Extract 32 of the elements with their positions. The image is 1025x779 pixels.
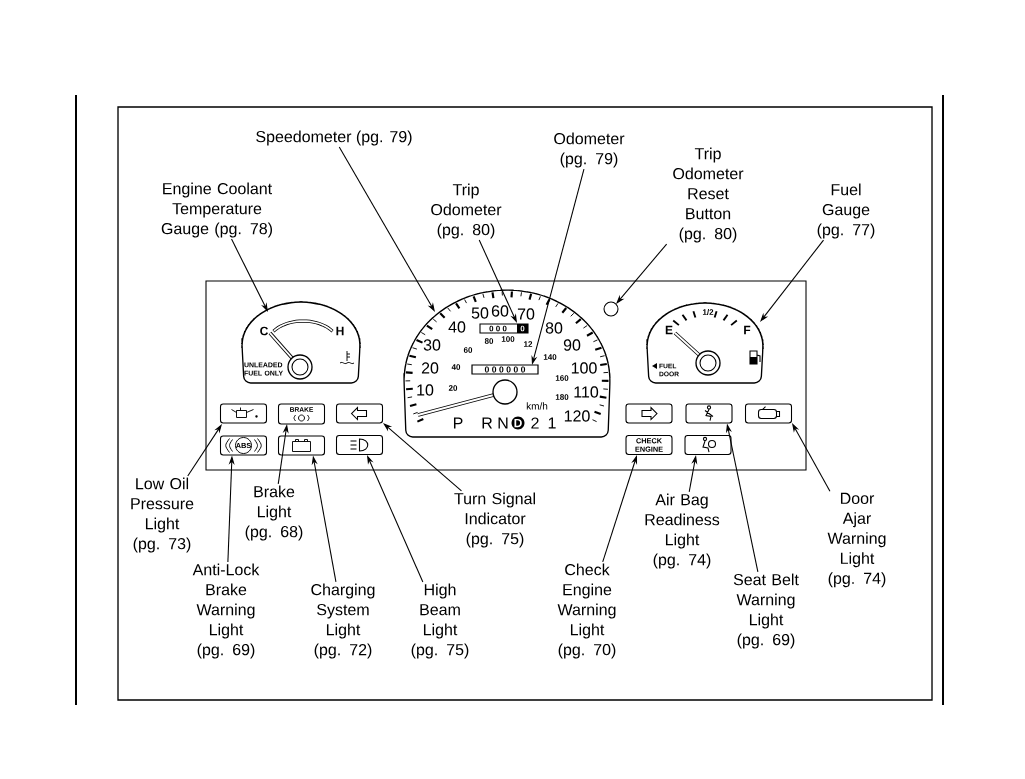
warning-light (685, 403, 733, 424)
callout-label: Door Ajar Warning Light (pg. 74) (827, 492, 886, 588)
leader-line (616, 243, 668, 304)
leader-line (187, 424, 222, 477)
callout-label: Fuel Gauge (pg. 77) (817, 183, 875, 239)
warning-light (277, 435, 326, 456)
callout-label: Low Oil Pressure Light (pg. 73) (131, 477, 194, 553)
callout-label: Check Engine Warning Light (pg. 70) (557, 563, 616, 659)
callout-label: Speedometer (pg. 79) (256, 130, 412, 146)
callout-label: Brake Light (pg. 68) (245, 485, 303, 541)
odometer-display: 0 0 0 0 0 0 (471, 364, 539, 375)
warning-light (684, 434, 732, 456)
callout-label: Odometer (pg. 79) (554, 132, 625, 168)
callout-label: Turn Signal Indicator (pg. 75) (454, 492, 535, 548)
leader-line (383, 423, 462, 492)
warning-light (625, 403, 673, 424)
warning-light (219, 403, 268, 424)
leader-line (760, 239, 825, 322)
callout-label: Trip Odometer Reset Button (pg. 80) (673, 147, 744, 243)
callout-label: Trip Odometer (pg. 80) (431, 183, 502, 239)
warning-light (335, 403, 384, 424)
callout-label: Anti-Lock Brake Warning Light (pg. 69) (192, 563, 260, 659)
trip-odometer-display: 0 0 0 0 (479, 323, 529, 334)
leader-line (338, 146, 435, 312)
callout-label: Air Bag Readiness Light (pg. 74) (645, 493, 720, 569)
callout-label: Charging System Light (pg. 72) (311, 583, 375, 659)
reset-button (603, 301, 619, 317)
warning-light (744, 403, 793, 424)
warning-light (335, 434, 384, 456)
callout-label: High Beam Light (pg. 75) (411, 583, 469, 659)
callout-label: Seat Belt Warning Light (pg. 69) (733, 573, 799, 649)
callout-label: Engine Coolant Temperature Gauge (pg. 78) (161, 182, 272, 238)
